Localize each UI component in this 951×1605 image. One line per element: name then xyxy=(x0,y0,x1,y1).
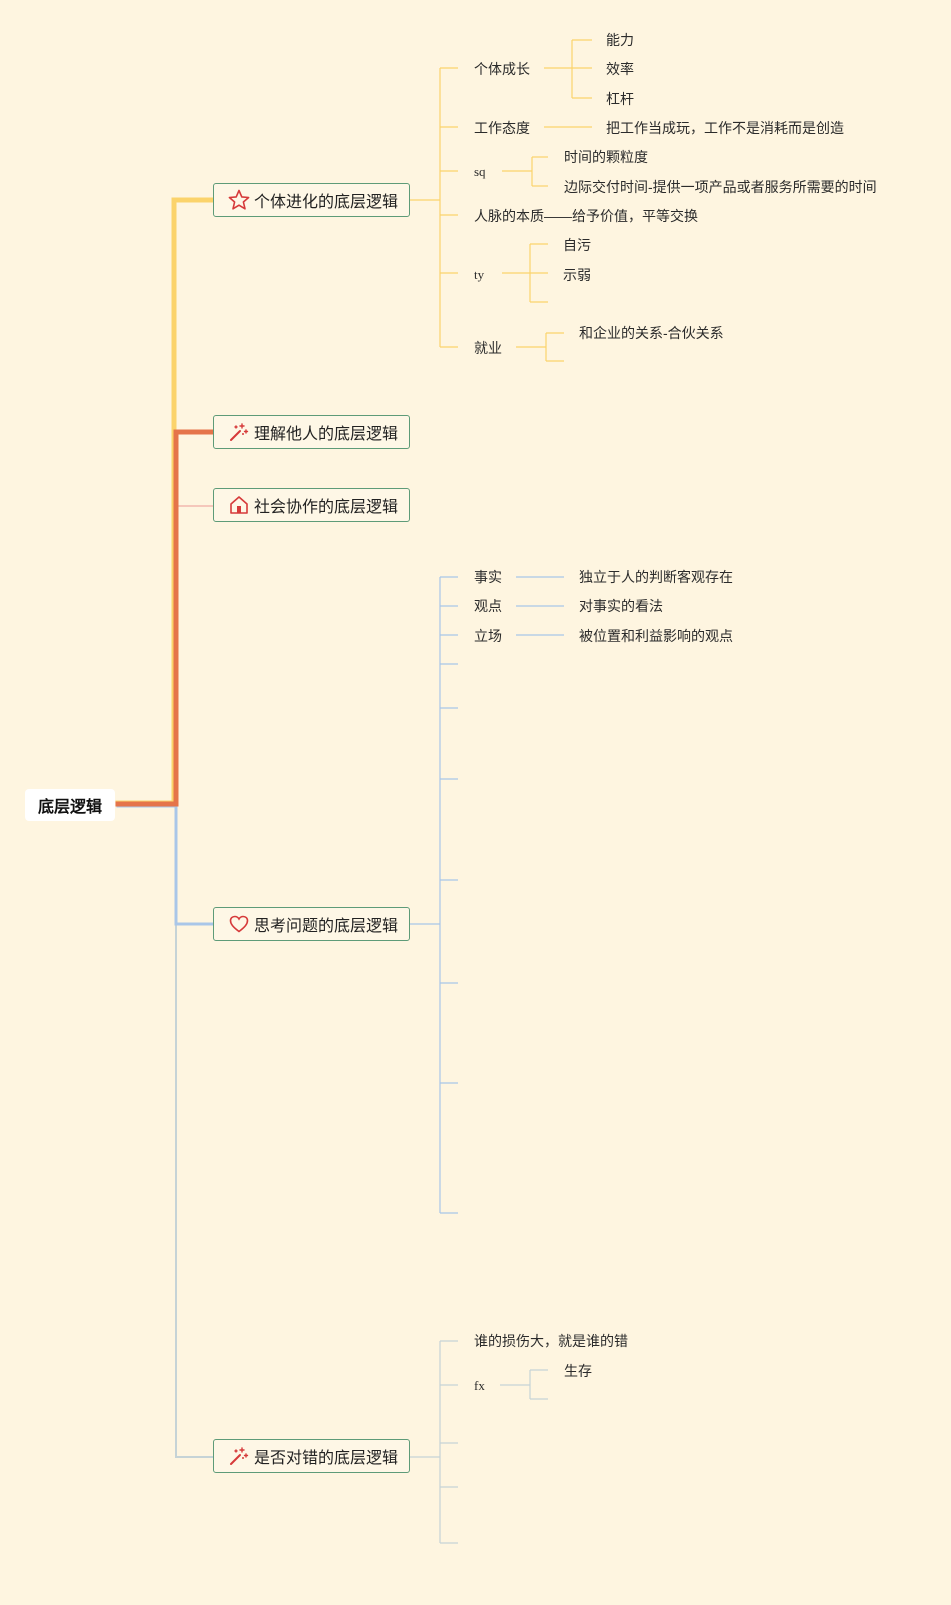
branch-node-understand-others[interactable]: 理解他人的底层逻辑 xyxy=(213,415,410,449)
subtopic-node[interactable]: 时间的颗粒度 xyxy=(564,149,648,165)
topic-node[interactable]: sq xyxy=(474,164,486,179)
subtopic-node[interactable]: 独立于人的判断客观存在 xyxy=(579,569,733,585)
house-icon xyxy=(226,492,252,518)
subtopic-node[interactable]: 被位置和利益影响的观点 xyxy=(579,628,733,644)
subtopic-node[interactable]: 杠杆 xyxy=(606,91,634,107)
topic-node[interactable]: 人脉的本质——给予价值，平等交换 xyxy=(474,208,698,224)
topic-node[interactable]: 事实 xyxy=(474,569,502,585)
star-icon xyxy=(226,187,252,213)
branch-node-social-cooperation[interactable]: 社会协作的底层逻辑 xyxy=(213,488,410,522)
subtopic-node[interactable]: 效率 xyxy=(606,61,634,77)
subtopic-node[interactable]: 对事实的看法 xyxy=(579,598,663,614)
subtopic-node[interactable]: 把工作当成玩，工作不是消耗而是创造 xyxy=(606,120,844,136)
topic-node[interactable]: 就业 xyxy=(474,340,502,356)
subtopic-node[interactable]: 和企业的关系-合伙关系 xyxy=(579,325,724,341)
subtopic-node[interactable]: 示弱 xyxy=(563,267,591,283)
topic-node[interactable]: 观点 xyxy=(474,598,502,614)
branch-label: 是否对错的底层逻辑 xyxy=(254,1450,399,1467)
topic-node[interactable]: fx xyxy=(474,1378,485,1393)
topic-node[interactable]: 工作态度 xyxy=(474,120,530,136)
topic-node[interactable]: ty xyxy=(474,267,485,282)
subtopic-node[interactable]: 自污 xyxy=(563,237,591,253)
topic-node[interactable]: 谁的损伤大，就是谁的错 xyxy=(474,1333,628,1349)
subtopic-node[interactable]: 边际交付时间-提供一项产品或者服务所需要的时间 xyxy=(564,179,877,195)
branch-node-right-or-wrong[interactable]: 是否对错的底层逻辑 xyxy=(213,1439,410,1473)
topic-node[interactable]: 个体成长 xyxy=(474,61,530,77)
topic-node[interactable]: 立场 xyxy=(474,628,502,644)
branch-label: 思考问题的底层逻辑 xyxy=(254,918,399,935)
branch-label: 理解他人的底层逻辑 xyxy=(254,426,399,443)
subtopic-node[interactable]: 生存 xyxy=(564,1363,592,1379)
subtopic-node[interactable]: 能力 xyxy=(606,32,634,48)
branch-node-thinking-problems[interactable]: 思考问题的底层逻辑 xyxy=(213,907,410,941)
branch-node-individual-evolution[interactable]: 个体进化的底层逻辑 xyxy=(213,183,410,217)
branch-label: 个体进化的底层逻辑 xyxy=(254,194,399,211)
root-node[interactable]: 底层逻辑 xyxy=(25,789,115,821)
heart-icon xyxy=(226,911,252,937)
magic-wand-icon xyxy=(226,419,252,445)
branch-label: 社会协作的底层逻辑 xyxy=(254,499,399,516)
magic-wand-icon xyxy=(226,1443,252,1469)
